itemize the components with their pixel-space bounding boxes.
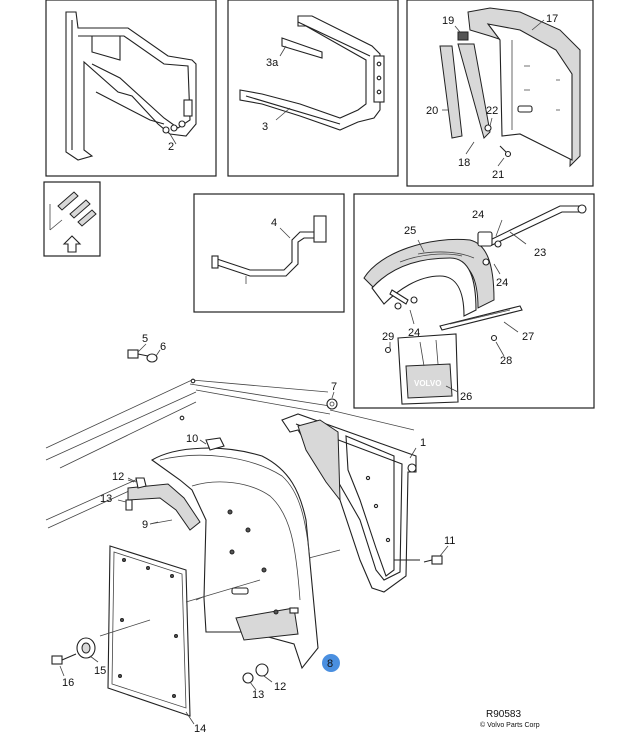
callout-24b: 24 xyxy=(496,277,508,289)
callout-25: 25 xyxy=(404,225,416,237)
callout-20: 20 xyxy=(426,105,438,117)
clip-10 xyxy=(205,437,225,451)
orientation-icon xyxy=(43,181,101,257)
callout-10: 10 xyxy=(186,433,198,445)
callout-13a: 13 xyxy=(100,493,112,505)
inset-rod: 4 xyxy=(193,193,345,313)
callout-29: 29 xyxy=(382,331,394,343)
callout-3: 3 xyxy=(262,121,268,133)
callout-3a: 3a xyxy=(266,57,279,69)
bolt-5 xyxy=(127,349,158,363)
callout-19: 19 xyxy=(442,15,454,27)
callout-4: 4 xyxy=(271,217,277,229)
highlight-marker[interactable] xyxy=(322,654,340,672)
inset-mudguard-parts: 19 17 20 22 18 21 xyxy=(406,0,594,187)
callout-23: 23 xyxy=(534,247,546,259)
callout-16: 16 xyxy=(62,677,74,689)
callout-21: 21 xyxy=(492,169,504,181)
callout-13b: 13 xyxy=(252,689,264,701)
inset-bracket-frame: 2 xyxy=(45,0,217,177)
reference-code: R90583 xyxy=(486,709,521,720)
callout-8-highlight[interactable]: 8 xyxy=(322,654,340,672)
callout-26: 26 xyxy=(460,391,472,403)
callout-7: 7 xyxy=(331,381,337,393)
callout-15: 15 xyxy=(94,665,106,677)
callout-8: 8 xyxy=(327,658,333,670)
nut-7 xyxy=(326,398,338,410)
nut-13b xyxy=(242,663,269,684)
callout-27: 27 xyxy=(522,331,534,343)
callout-14: 14 xyxy=(194,723,206,735)
callout-12b: 12 xyxy=(274,681,286,693)
bolt-16 xyxy=(51,653,77,665)
callout-1: 1 xyxy=(420,437,426,449)
callout-24c: 24 xyxy=(408,327,420,339)
callout-9: 9 xyxy=(142,519,148,531)
callout-22: 22 xyxy=(486,105,498,117)
main-assembly: 5 6 7 1 10 12 13 9 11 15 16 12 13 14 8 xyxy=(45,333,455,735)
bolt-11 xyxy=(423,555,443,565)
callout-2: 2 xyxy=(168,141,174,153)
callout-11: 11 xyxy=(444,535,455,547)
mudflap-brand: VOLVO xyxy=(414,379,441,388)
callout-28: 28 xyxy=(500,355,512,367)
callout-18: 18 xyxy=(458,157,470,169)
callout-24a: 24 xyxy=(472,209,484,221)
callout-12a: 12 xyxy=(112,471,124,483)
copyright: © Volvo Parts Corp xyxy=(480,721,540,729)
inset-support-bar: 3a 3 xyxy=(227,0,399,177)
callout-17: 17 xyxy=(546,13,558,25)
inset-fender-mudflap: VOLVO 24 23 25 24 24 27 29 28 26 xyxy=(353,193,595,409)
callout-6: 6 xyxy=(160,341,166,353)
callout-5: 5 xyxy=(142,333,148,345)
grommet-15 xyxy=(76,637,96,659)
